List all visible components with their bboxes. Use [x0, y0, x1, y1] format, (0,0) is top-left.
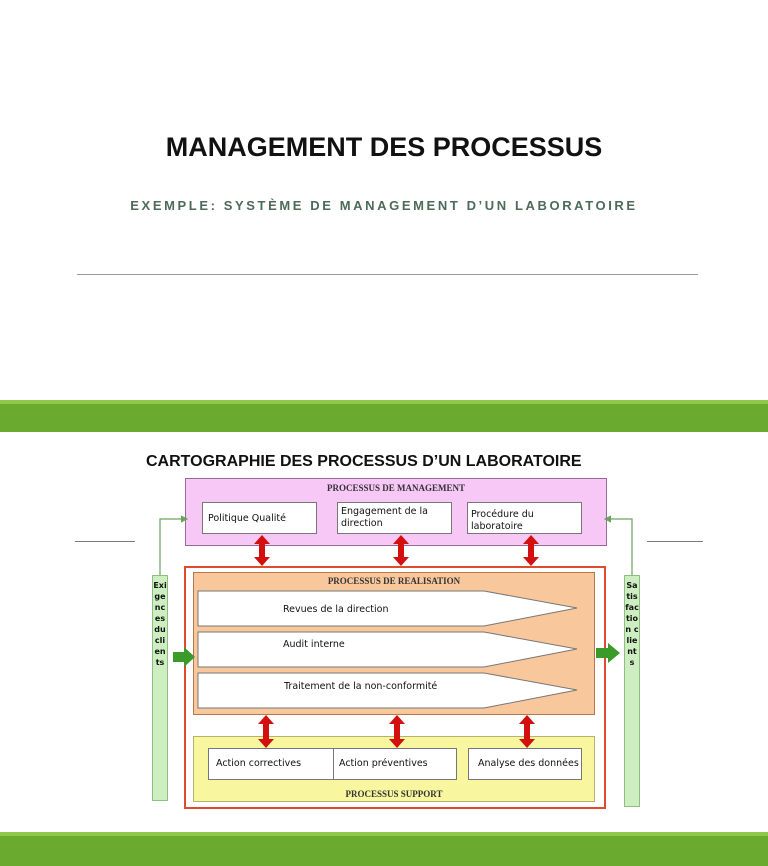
- diagram-title: CARTOGRAPHIE DES PROCESSUS D’UN LABORATO…: [146, 453, 582, 470]
- mgmt-box-procedure: Procédure du laboratoire: [467, 502, 582, 534]
- mgmt-box-text: Politique Qualité: [208, 513, 286, 524]
- mgmt-box-text: Procédure du laboratoire: [471, 509, 534, 532]
- realisation-process-label: PROCESSUS DE REALISATION: [327, 576, 461, 586]
- page-title: MANAGEMENT DES PROCESSUS: [165, 132, 603, 162]
- right-side-line: [647, 541, 703, 542]
- client-requirements-column: Exigencesdu clients: [152, 575, 168, 801]
- realisation-item-label: Revues de la direction: [283, 604, 389, 615]
- realisation-arrow-1: [197, 590, 578, 627]
- left-side-line: [75, 541, 135, 542]
- right-connector-line: [603, 515, 633, 575]
- page-subtitle: EXEMPLE: SYSTÈME DE MANAGEMENT D’UN LABO…: [130, 198, 638, 213]
- management-process-label: PROCESSUS DE MANAGEMENT: [326, 483, 465, 493]
- client-satisfaction-column: Satisfaction clients: [624, 575, 640, 807]
- top-green-band: [0, 400, 768, 432]
- support-box-text: Action préventives: [339, 758, 428, 769]
- support-box-preventives: Action préventives: [333, 748, 457, 780]
- mgmt-box-text: Engagement de la direction: [341, 506, 428, 529]
- realisation-item-label: Traitement de la non-conformité: [284, 681, 438, 692]
- realisation-arrow-3: [197, 672, 578, 709]
- support-box-text: Action correctives: [216, 758, 302, 769]
- red-double-arrow: [254, 535, 539, 566]
- input-flow-arrow: [173, 647, 195, 667]
- management-process-frame: PROCESSUS DE MANAGEMENT Politique Qualit…: [185, 478, 607, 546]
- realisation-item-label: Audit interne: [283, 639, 345, 650]
- support-box-analyse: Analyse des données: [468, 748, 582, 780]
- realisation-support-outer-frame: [184, 566, 606, 809]
- mgmt-box-politique-qualite: Politique Qualité: [202, 502, 317, 534]
- support-box-correctives: Action correctives: [208, 748, 336, 780]
- title-divider: [77, 274, 698, 275]
- support-process-frame: Action correctives Action préventives An…: [193, 736, 595, 802]
- bottom-green-band: [0, 832, 768, 866]
- mgmt-box-engagement: Engagement de la direction: [337, 502, 452, 534]
- support-box-text: Analyse des données: [478, 758, 579, 769]
- support-process-label: PROCESSUS SUPPORT: [345, 789, 443, 799]
- left-connector-line: [159, 515, 189, 575]
- output-flow-arrow: [596, 643, 620, 663]
- red-double-arrow: [258, 715, 535, 748]
- realisation-arrow-2: [197, 631, 578, 668]
